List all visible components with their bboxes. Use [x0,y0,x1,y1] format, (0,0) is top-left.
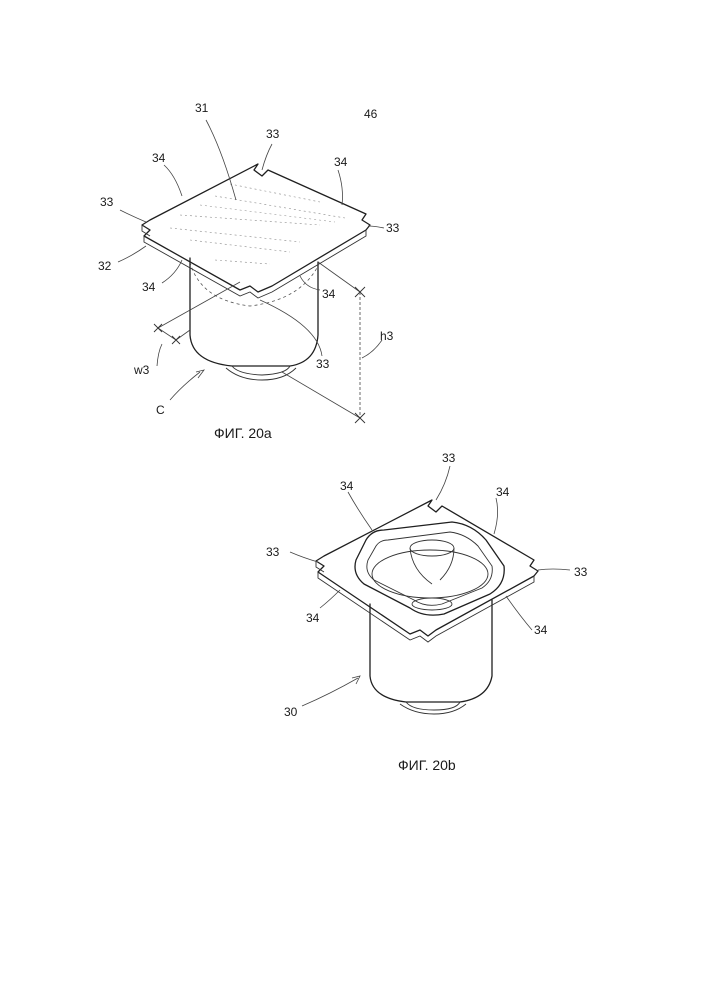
label-34-upper-right-edge-20b: 34 [496,485,510,499]
label-34-lower-left-edge: 34 [142,280,156,294]
label-34-lower-right-edge: 34 [322,287,336,301]
label-c-container: C [156,403,165,417]
figure-20a: 31 33 34 34 33 33 32 34 34 33 w3 h3 C ФИ… [98,101,400,441]
caption-fig-20b: ФИГ. 20b [398,757,456,773]
label-34-upper-right-edge: 34 [334,155,348,169]
figure-20b: 33 34 34 33 33 34 34 30 ФИГ. 20b [266,451,588,773]
label-33-top-notch-20b: 33 [442,451,456,465]
label-32-flange: 32 [98,259,112,273]
lid-flange-20a [142,164,370,298]
label-30-container: 30 [284,705,298,719]
cup-body-20b [370,600,492,714]
label-33-right-notch: 33 [386,221,400,235]
label-33-left-notch: 33 [100,195,114,209]
label-33-right-notch-20b: 33 [574,565,588,579]
label-h3-height: h3 [380,329,394,343]
label-33-top-notch: 33 [266,127,280,141]
label-33-front-notch: 33 [316,357,330,371]
label-w3-width: w3 [133,363,150,377]
label-33-left-notch-20b: 33 [266,545,280,559]
label-31-lid: 31 [195,101,209,115]
label-34-upper-left-edge: 34 [152,151,166,165]
label-34-upper-left-edge-20b: 34 [340,479,354,493]
label-34-lower-right-edge-20b: 34 [534,623,548,637]
label-34-lower-left-edge-20b: 34 [306,611,320,625]
caption-fig-20a: ФИГ. 20a [214,425,272,441]
page-number: 46 [364,107,378,121]
flange-20b [316,500,538,642]
